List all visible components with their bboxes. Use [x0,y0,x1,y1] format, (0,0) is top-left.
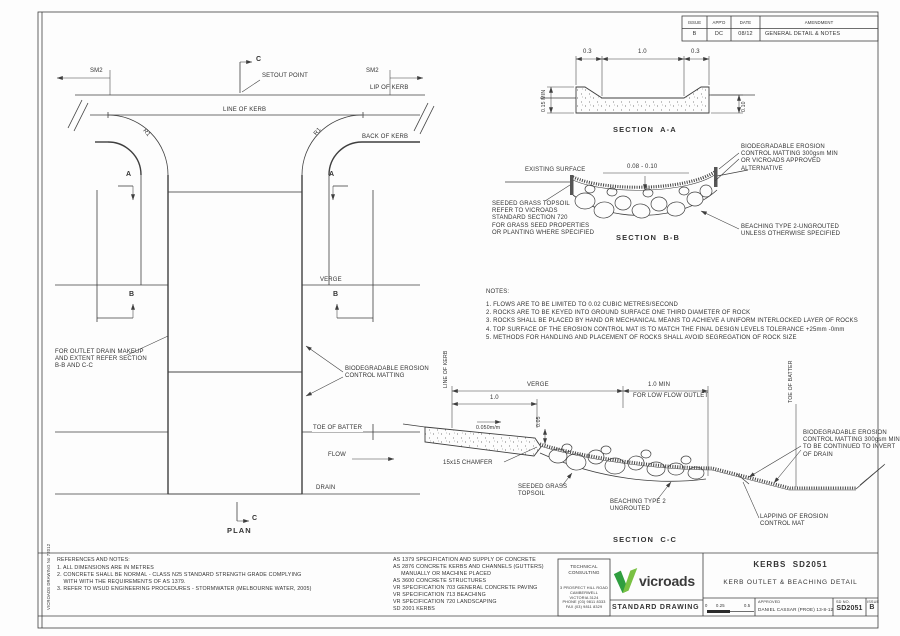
plan-sm2-left-label: SM2 [90,68,103,74]
notes-list: 1. FLOWS ARE TO BE LIMITED TO 0.02 CUBIC… [486,302,858,341]
aa-dim-right: 0.3 [691,49,700,55]
cc-lapping-note: LAPPING OF EROSION CONTROL MAT [760,514,829,528]
cc-toe-of-batter-label: TOE OF BATTER [788,360,794,403]
section-bb-linework [505,152,749,230]
sd-label: SD NO. [836,600,850,604]
aa-dim-height: 0.15 MIN [541,89,547,112]
cc-line-of-kerb-label: LINE OF KERB [443,350,449,388]
cc-beaching-note: BEACHING TYPE 2 UNGROUTED [610,499,666,513]
plan-drain-label: DRAIN [316,485,336,491]
drawing-series: KERBS SD2051 [753,560,828,569]
cc-low-flow-caption: FOR LOW FLOW OUTLET [633,393,709,399]
plan-line-of-kerb-label: LINE OF KERB [222,107,268,115]
approved-by: DANIEL CASSAR (PROE) 13-8-12 [758,607,834,612]
revision-amendment: GENERAL DETAIL & NOTES [765,31,841,37]
specifications-list: AS 1379 SPECIFICATION AND SUPPLY OF CONC… [393,557,544,612]
cc-dim-low-flow: 1.0 MIN [648,382,671,388]
scale-tick-05: 0.5 [744,603,751,608]
issue-value: B [869,604,875,611]
plan-sm2-right-label: SM2 [366,68,379,74]
cc-slope-label: 0.050m/m [476,425,501,431]
plan-outlet-note: FOR OUTLET DRAIN MAKEUP AND EXTENT REFER… [55,349,147,370]
consultant-address: 3 PROSPECT HILL ROAD CAMBERWELL VICTORIA… [560,586,608,610]
revision-header-appd: APP'D [712,20,726,25]
sheet-drawing-number-vertical: VICROADS DRAWING No 72012 [46,543,51,610]
scale-tick-025: 0.25 [716,603,725,608]
bb-matting-note: BIODEGRADABLE EROSION CONTROL MATTING 30… [741,144,838,172]
cc-matting-note: BIODEGRADABLE EROSION CONTROL MATTING 30… [803,430,900,458]
bb-beaching-note: BEACHING TYPE 2-UNGROUTED UNLESS OTHERWI… [741,224,841,238]
plan-section-c-bottom-marker: C [252,515,258,522]
plan-lip-of-kerb-label: LIP OF KERB [370,85,409,91]
references-heading: REFERENCES AND NOTES: [57,557,130,563]
bb-existing-surface-label: EXISTING SURFACE [524,167,587,175]
section-aa-concrete [575,86,710,114]
notes-heading: NOTES: [486,289,510,295]
section-cc-erosion-matting [539,442,856,490]
section-bb-erosion-matting [572,169,717,189]
sheet-frame [37,11,879,629]
aa-dim-mid: 1.0 [638,49,647,55]
revision-date: 08/12 [738,31,753,37]
plan-title: PLAN [227,526,252,535]
aa-dim-depth: 0.10 [741,101,747,112]
plan-setout-point-label: SETOUT POINT [262,73,308,79]
references-list: 1. ALL DIMENSIONS ARE IN METRES 2. CONCR… [57,565,312,592]
revision-header-amendment: AMENDMENT [804,20,834,25]
consultant-name: TECHNICAL CONSULTING [568,564,600,575]
plan-hatched-drain-area [167,371,303,495]
plan-flow-label: FLOW [328,452,346,458]
plan-toe-of-batter-label: TOE OF BATTER [312,425,364,433]
plan-matting-note: BIODEGRADABLE EROSION CONTROL MATTING [345,366,429,380]
plan-section-b-right-marker: B [333,291,339,298]
sd-number: SD2051 [836,605,863,612]
plan-section-c-top-marker: C [256,56,262,63]
plan-verge-label: VERGE [320,277,342,283]
vicroads-logo: vicroads [613,565,703,597]
drawing-title: KERB OUTLET & BEACHING DETAIL [723,579,858,586]
section-aa-title: SECTION A-A [613,125,677,134]
plan-section-b-left-marker: B [129,291,135,298]
standard-drawing-caption: STANDARD DRAWING [612,604,700,611]
approved-label: APPROVED [758,600,781,604]
cc-dim-drop: 0.05 [536,416,542,427]
scale-tick-0: 0 [705,603,708,608]
section-cc-title: SECTION C-C [613,535,678,544]
cc-chamfer-label: 15x15 CHAMFER [443,460,493,466]
cc-topsoil-note: SEEDED GRASS TOPSOIL [518,484,568,498]
bb-dim-depth: 0.08 - 0.10 [626,164,659,172]
vicroads-logo-icon [613,568,638,594]
section-aa-linework [540,56,755,114]
cc-verge-label: VERGE [527,382,549,388]
section-bb-title: SECTION B-B [616,233,681,242]
plan-rock-beaching-area [167,191,303,373]
plan-back-of-kerb-label: BACK OF KERB [362,134,409,140]
bb-topsoil-note: SEEDED GRASS TOPSOIL REFER TO VICROADS S… [492,201,595,236]
revision-issue: B [692,31,697,37]
section-cc-linework [402,386,886,519]
vicroads-logo-text: vicroads [639,573,695,589]
revision-header-issue: ISSUE [687,20,702,25]
revision-header-date: DATE [739,20,752,25]
plan-section-a-right-marker: A [329,171,335,178]
plan-linework [55,60,435,523]
cc-dim-verge-offset: 1.0 [489,395,500,403]
section-cc-concrete [424,426,542,457]
aa-dim-left: 0.3 [583,49,592,55]
revision-appd: DC [714,31,724,37]
issue-label: ISSUE [867,600,880,604]
plan-section-a-left-marker: A [126,171,132,178]
